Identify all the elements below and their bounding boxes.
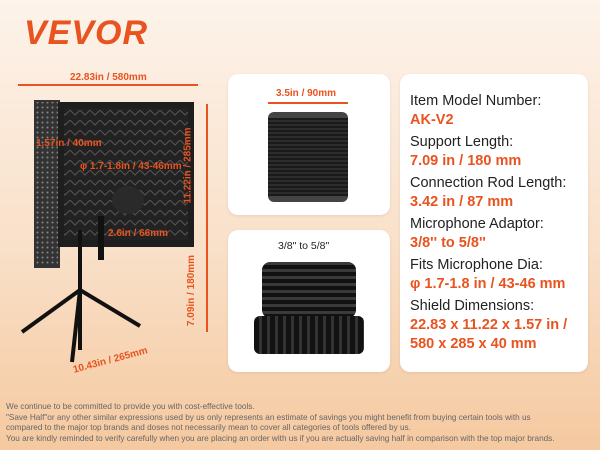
adaptor-card: 3/8" to 5/8" — [228, 230, 390, 372]
width-dim-line — [18, 84, 198, 86]
depth-dim: 1.57in / 40mm — [36, 138, 102, 149]
adaptor-image — [262, 262, 356, 318]
spec-label: Support Length: — [410, 134, 514, 150]
adaptor-knurl — [254, 316, 364, 354]
disclaimer-line: compared to the major top brands and dos… — [6, 423, 411, 432]
disclaimer: We continue to be committed to provide y… — [6, 402, 555, 444]
brand-logo: VEVOR — [24, 14, 149, 52]
spec-value: φ 1.7-1.8 in / 43-46 mm — [410, 276, 566, 292]
spec-label: Connection Rod Length: — [410, 175, 567, 191]
pop-filter-dim: 3.5in / 90mm — [276, 88, 337, 99]
disclaimer-line: You are kindly reminded to verify carefu… — [6, 433, 555, 443]
pop-filter-card: 3.5in / 90mm — [228, 74, 390, 215]
width-dim: 22.83in / 580mm — [70, 72, 147, 83]
spec-label: Item Model Number: — [410, 93, 542, 109]
spec-value: 22.83 x 11.22 x 1.57 in / 580 x 285 x 40… — [410, 317, 568, 352]
spec-value: AK-V2 — [410, 112, 454, 128]
spec-list: Item Model Number: AK-V2 Support Length:… — [410, 92, 590, 357]
rod-dim: 2.6in / 66mm — [108, 228, 169, 239]
spec-label: Shield Dimensions: — [410, 298, 535, 314]
adaptor-dim: 3/8" to 5/8" — [278, 240, 330, 252]
spec-value: 7.09 in / 180 mm — [410, 153, 522, 169]
pop-filter-dim-line — [268, 102, 348, 104]
spec-label: Fits Microphone Dia: — [410, 257, 543, 273]
spec-value: 3.42 in / 87 mm — [410, 194, 514, 210]
stand-height-dim: 7.09in / 180mm — [186, 254, 198, 327]
pop-filter-image — [268, 112, 348, 202]
spec-label: Microphone Adaptor: — [410, 216, 544, 232]
disclaimer-line: We continue to be committed to provide y… — [6, 402, 255, 411]
height-dim-line — [206, 104, 208, 332]
spec-value: 3/8'' to 5/8'' — [410, 235, 486, 251]
mic-dia-dim: φ 1.7-1.8in / 43-46mm — [80, 161, 182, 172]
spec-card — [400, 74, 588, 372]
panel-height-dim: 11.22in / 285mm — [182, 127, 194, 204]
disclaimer-line: "Save Half"or any other similar expressi… — [6, 412, 531, 422]
